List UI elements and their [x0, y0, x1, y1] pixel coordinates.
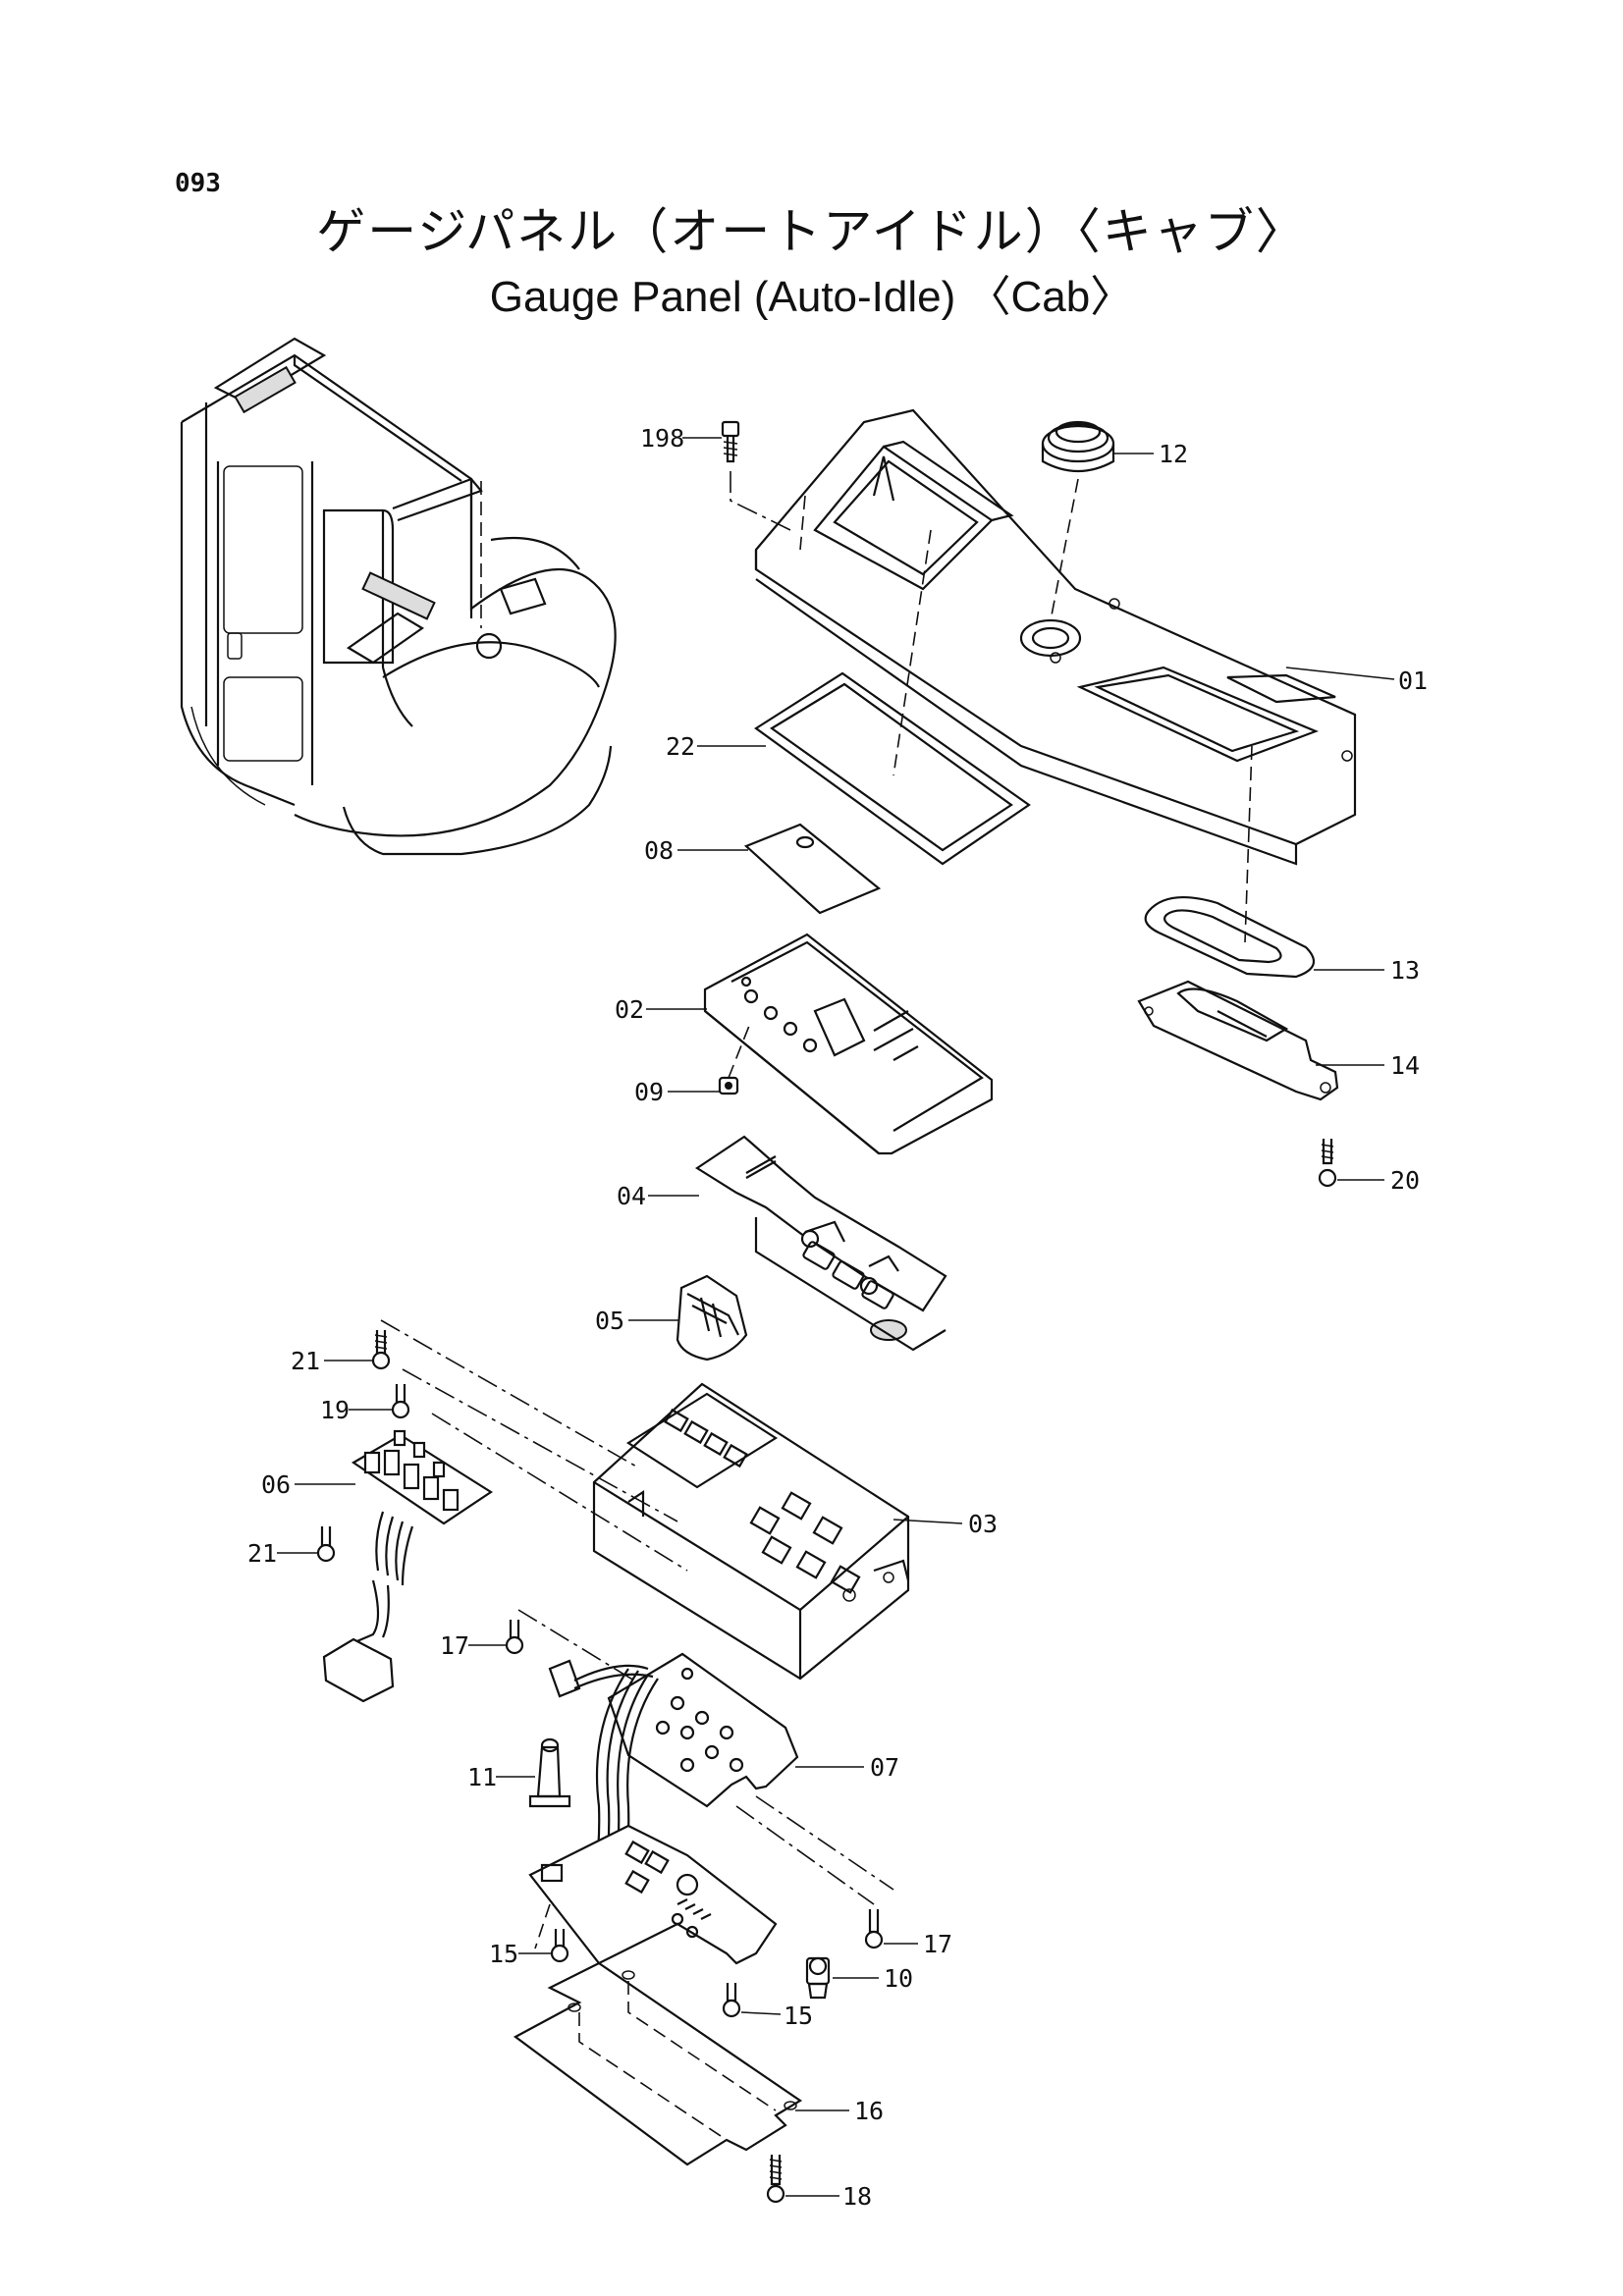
leader-03: [893, 1519, 963, 1524]
part-07-circuit-board: [548, 1652, 799, 1911]
part-18-screw: [766, 2155, 785, 2204]
callout-13: 13: [1390, 956, 1420, 985]
callout-11: 11: [467, 1763, 497, 1791]
part-01-console-housing: [754, 408, 1357, 866]
leader-01: [1285, 667, 1395, 680]
leader-15-right: [740, 2011, 782, 2015]
part-04-switch-plate: [694, 1135, 947, 1352]
part-11-lamp: [528, 1737, 571, 1808]
callout-17-upper: 17: [440, 1631, 469, 1660]
part-05-knob: [676, 1274, 748, 1362]
callout-08: 08: [644, 836, 674, 865]
part-08-plate: [743, 823, 882, 915]
part-20-screw: [1318, 1139, 1337, 1188]
part-12-grommet: [1041, 420, 1115, 621]
part-09-screw: [718, 1020, 752, 1095]
callout-09: 09: [634, 1078, 664, 1106]
callout-19: 19: [320, 1396, 350, 1424]
part-13-seal: [1144, 745, 1316, 979]
part-17-screw-right: [864, 1909, 884, 1949]
part-15-screw-left: [550, 1929, 569, 1963]
part-02-gauge-cover: [703, 933, 994, 1155]
callout-22: 22: [666, 732, 695, 761]
title-japanese: ゲージパネル（オートアイドル）〈キャブ〉: [316, 203, 1307, 260]
part-16-cover-plate: [513, 1961, 803, 2166]
callout-01: 01: [1398, 667, 1428, 695]
callout-05: 05: [595, 1307, 624, 1335]
part-15-screw-right: [722, 1983, 741, 2018]
callout-07: 07: [870, 1753, 899, 1782]
part-10-socket: [805, 1956, 831, 2000]
callout-16: 16: [854, 2097, 884, 2125]
callout-02: 02: [615, 995, 644, 1024]
callout-21-upper: 21: [291, 1347, 320, 1375]
page-number: 093: [175, 169, 221, 198]
callout-20: 20: [1390, 1166, 1420, 1195]
callout-17-right: 17: [923, 1930, 952, 1958]
part-03-gauge-case: [592, 1382, 910, 1681]
lower-circuit-board: [528, 1795, 894, 1965]
callout-21-lower: 21: [247, 1539, 277, 1568]
callout-04: 04: [617, 1182, 646, 1210]
part-06-switch-assembly: [322, 1429, 494, 1703]
callout-03: 03: [968, 1510, 998, 1538]
callout-06: 06: [261, 1470, 291, 1499]
callout-18: 18: [842, 2182, 872, 2211]
title-english: Gauge Panel (Auto-Idle) 〈Cab〉: [489, 273, 1134, 321]
callout-15-right: 15: [784, 2002, 813, 2030]
part-14-bracket: [1137, 980, 1339, 1101]
callout-12: 12: [1159, 440, 1188, 468]
part-198-screw: [721, 420, 791, 531]
cab-overview-illustration: [180, 337, 617, 856]
callout-15-left: 15: [489, 1940, 518, 1968]
part-22-gasket: [754, 529, 1031, 866]
part-19-screw: [391, 1368, 678, 1522]
callout-14: 14: [1390, 1051, 1420, 1080]
callout-198: 198: [640, 424, 684, 453]
callout-10: 10: [884, 1964, 913, 1993]
